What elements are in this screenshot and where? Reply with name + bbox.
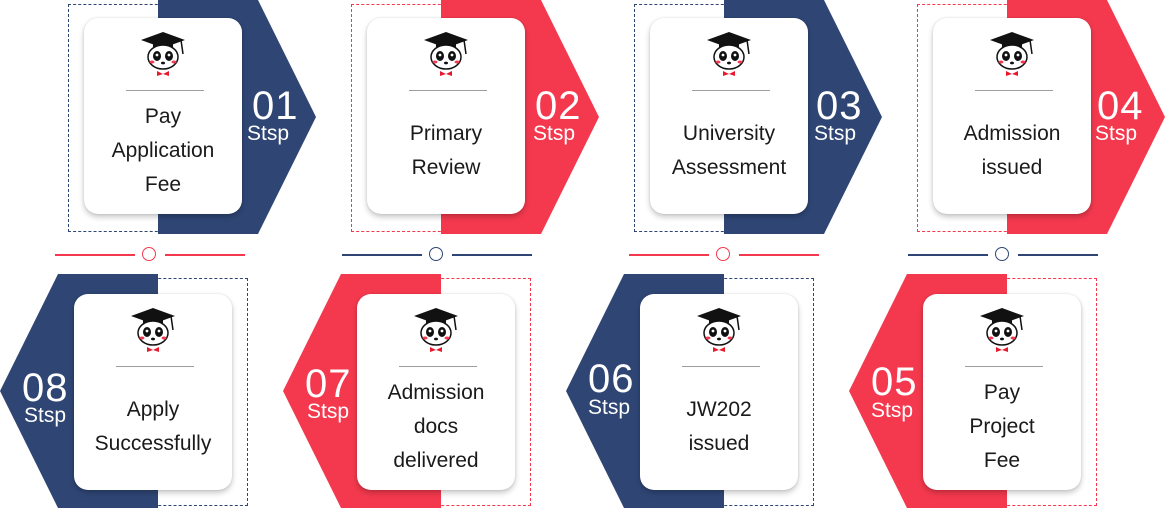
step-suffix: Stsp	[588, 396, 631, 419]
panda-graduate-icon	[424, 32, 468, 76]
divider	[399, 366, 477, 367]
step-03: 03 Stsp University Assessment	[566, 0, 882, 240]
step-04: 04 Stsp Admission issued	[849, 0, 1165, 240]
step-label: Primary Review	[409, 122, 483, 179]
separator-line	[629, 254, 709, 256]
step-number: 04	[1097, 84, 1144, 128]
step-suffix: Stsp	[307, 400, 350, 423]
separator-line	[55, 254, 135, 256]
divider	[116, 366, 194, 367]
step-number: 08	[22, 366, 69, 410]
step-label: JW202 issued	[686, 398, 752, 455]
step-card: Admission issued	[933, 18, 1091, 214]
step-suffix: Stsp	[247, 122, 290, 145]
separator-circle	[995, 247, 1009, 261]
separator-circle	[142, 247, 156, 261]
step-number: 07	[305, 362, 352, 406]
step-label: University Assessment	[671, 122, 787, 179]
separator-line	[1018, 254, 1098, 256]
step-02: 02 Stsp Primary Review	[283, 0, 599, 240]
separator-line	[165, 254, 245, 256]
separator-1	[55, 245, 245, 265]
step-suffix: Stsp	[533, 122, 576, 145]
separator-line	[452, 254, 532, 256]
step-01: 01 Stsp Pay Application Fee	[0, 0, 316, 240]
step-card: JW202 issued	[640, 294, 798, 490]
divider	[682, 366, 760, 367]
step-card: Primary Review	[367, 18, 525, 214]
step-suffix: Stsp	[871, 399, 914, 422]
step-label: Apply Successfully	[94, 398, 212, 455]
step-06: 06 Stsp JW202 issued	[566, 274, 866, 514]
panda-graduate-icon	[131, 308, 175, 352]
step-suffix: Stsp	[814, 122, 857, 145]
panda-graduate-icon	[414, 308, 458, 352]
separator-2	[342, 245, 532, 265]
separator-4	[908, 245, 1098, 265]
step-number: 02	[535, 84, 582, 128]
panda-graduate-icon	[980, 308, 1024, 352]
step-suffix: Stsp	[1095, 122, 1138, 145]
divider	[692, 90, 770, 91]
step-label: Pay Project Fee	[969, 381, 1035, 472]
step-05: 05 Stsp Pay Project Fee	[849, 274, 1149, 514]
step-label: Admission issued	[963, 122, 1061, 179]
step-number: 03	[816, 84, 863, 128]
step-label: Admission docs delivered	[387, 381, 485, 472]
step-number: 01	[252, 84, 299, 128]
step-card: Admission docs delivered	[357, 294, 515, 490]
step-card: Apply Successfully	[74, 294, 232, 490]
panda-graduate-icon	[141, 32, 185, 76]
panda-graduate-icon	[707, 32, 751, 76]
separator-circle	[429, 247, 443, 261]
separator-circle	[716, 247, 730, 261]
step-07: 07 Stsp Admission docs delivered	[283, 274, 583, 514]
separator-3	[629, 245, 819, 265]
divider	[126, 90, 204, 91]
step-number: 06	[588, 357, 635, 401]
divider	[965, 366, 1043, 367]
divider	[409, 90, 487, 91]
step-08: 08 Stsp Apply Successfully	[0, 274, 300, 514]
panda-graduate-icon	[697, 308, 741, 352]
separator-line	[908, 254, 988, 256]
step-suffix: Stsp	[24, 404, 67, 427]
panda-graduate-icon	[990, 32, 1034, 76]
step-card: Pay Application Fee	[84, 18, 242, 214]
divider	[975, 90, 1053, 91]
separator-line	[342, 254, 422, 256]
step-card: Pay Project Fee	[923, 294, 1081, 490]
step-label: Pay Application Fee	[111, 105, 215, 196]
step-card: University Assessment	[650, 18, 808, 214]
step-number: 05	[871, 360, 918, 404]
separator-line	[739, 254, 819, 256]
